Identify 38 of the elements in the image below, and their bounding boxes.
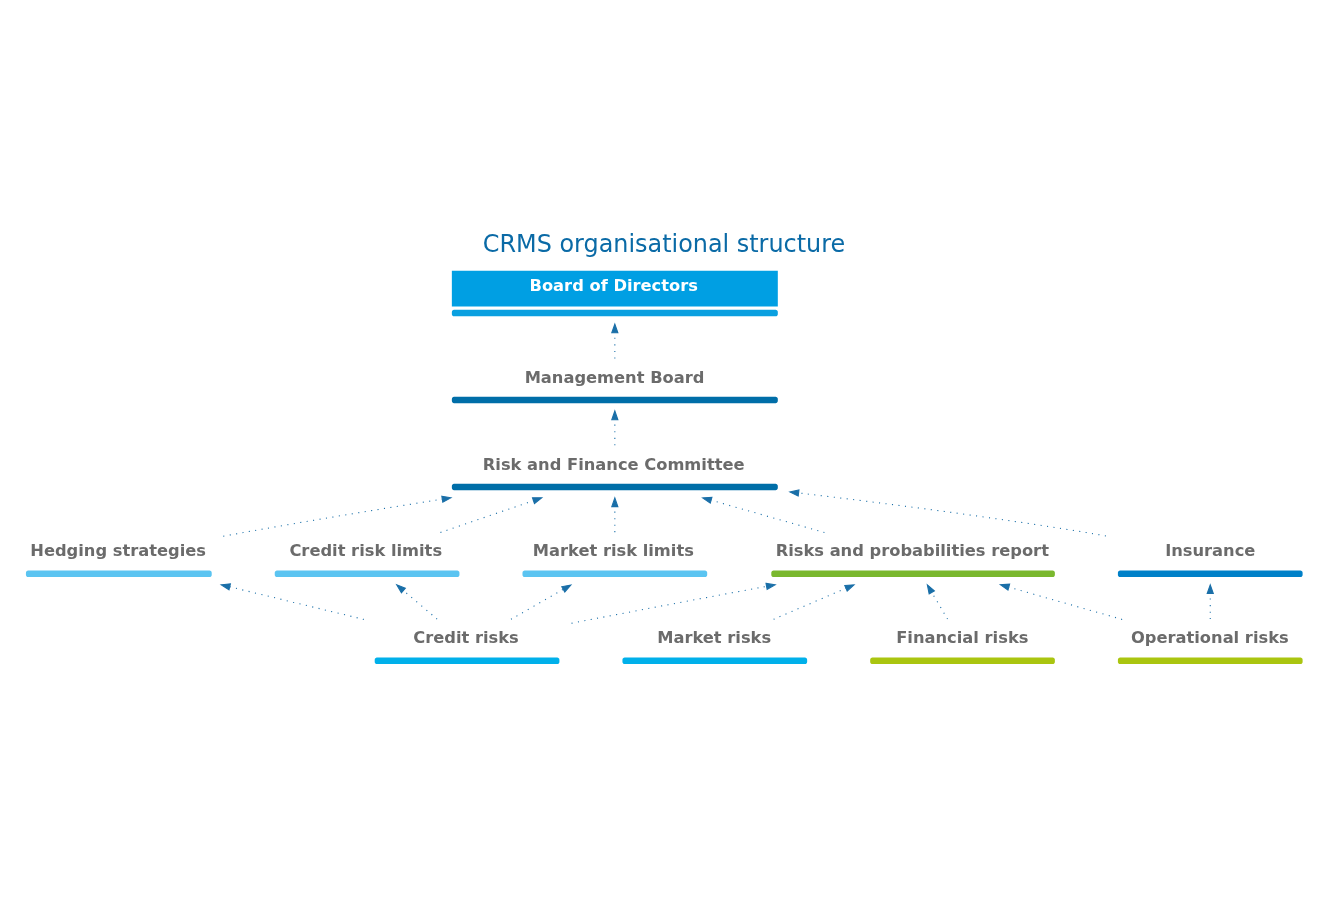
arrow [439,496,544,533]
node-box [1117,570,1303,577]
node-box [1117,657,1303,664]
node-label: Risks and probabilities report [775,540,1049,560]
node-label: Financial risks [896,627,1029,647]
arrow [1206,582,1215,620]
node-box [870,657,1055,664]
node-label: Market risk limits [532,540,694,560]
node-box [25,570,212,577]
node-box [374,657,560,664]
arrow [773,583,856,620]
node-label: Hedging strategies [30,540,207,560]
node-box [274,570,460,577]
node-label: Market risks [657,627,772,647]
node-label: Insurance [1165,540,1256,560]
arrow [570,582,777,624]
arrow [510,583,573,620]
arrow [611,495,619,533]
node-label: Credit risks [413,627,519,647]
node-box [451,396,778,403]
node-box [622,657,808,664]
arrow [611,321,619,359]
node-box [451,483,778,490]
arrow [611,408,619,446]
arrow [788,488,1107,536]
arrow [219,582,365,620]
arrow [701,496,825,533]
arrow [926,582,949,620]
diagram-title: CRMS organisational structure [482,229,846,258]
node-box [771,570,1055,577]
arrow [998,583,1123,620]
arrow [222,495,453,537]
arrow [395,583,438,620]
node-label: Management Board [524,367,705,387]
node-label: Credit risk limits [289,540,443,560]
node-box [522,570,708,577]
node-label: Risk and Finance Committee [482,454,745,474]
node-label: Operational risks [1130,627,1289,647]
